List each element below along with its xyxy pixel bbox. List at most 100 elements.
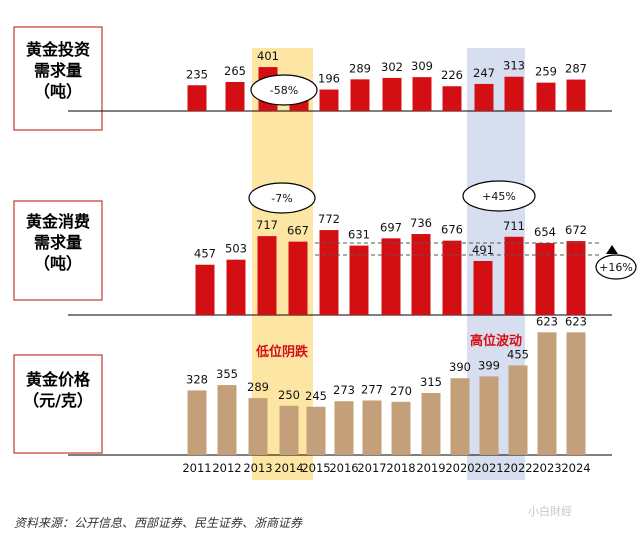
x-tick-label: 2013 bbox=[243, 461, 272, 475]
bubble-consume-high bbox=[462, 180, 536, 212]
bar-value-label: 245 bbox=[305, 389, 327, 403]
up-arrow-icon bbox=[606, 245, 618, 254]
bubble-invest-label: -58% bbox=[270, 84, 298, 97]
x-tick-label: 2011 bbox=[182, 461, 211, 475]
panel-label-box bbox=[13, 200, 103, 301]
bar-value-label: 623 bbox=[536, 314, 558, 328]
bar bbox=[334, 401, 354, 455]
bar-value-label: 667 bbox=[287, 224, 309, 238]
bar bbox=[537, 332, 557, 455]
bar bbox=[442, 86, 462, 111]
x-tick-label: 2016 bbox=[329, 461, 358, 475]
bar-value-label: 273 bbox=[333, 383, 355, 397]
bar-value-label: 772 bbox=[318, 212, 340, 226]
bar-value-label: 355 bbox=[216, 367, 238, 381]
bar-value-label: 455 bbox=[507, 347, 529, 361]
x-tick-label: 2022 bbox=[503, 461, 532, 475]
bar bbox=[566, 332, 586, 455]
x-tick-label: 2024 bbox=[561, 461, 590, 475]
bar bbox=[474, 83, 494, 111]
bar bbox=[442, 240, 462, 315]
bar bbox=[217, 385, 237, 455]
panel-label-line: （元/克） bbox=[23, 391, 93, 410]
bar bbox=[187, 390, 207, 455]
bar bbox=[536, 82, 556, 111]
bar bbox=[226, 259, 246, 315]
bar-value-label: 676 bbox=[441, 223, 463, 237]
bar-value-label: 287 bbox=[565, 62, 587, 76]
bar-value-label: 623 bbox=[565, 314, 587, 328]
bar-value-label: 491 bbox=[472, 243, 494, 257]
bar bbox=[504, 76, 524, 111]
x-tick-label: 2023 bbox=[532, 461, 561, 475]
bar-value-label: 235 bbox=[186, 67, 208, 81]
bar bbox=[349, 245, 369, 315]
bar bbox=[350, 79, 370, 111]
bar bbox=[288, 241, 308, 315]
bar bbox=[362, 400, 382, 455]
x-tick-label: 2017 bbox=[357, 461, 386, 475]
bar-value-label: 277 bbox=[361, 382, 383, 396]
bar-value-label: 259 bbox=[535, 65, 557, 79]
bar-value-label: 503 bbox=[225, 242, 247, 256]
bar-value-label: 315 bbox=[420, 375, 442, 389]
x-tick-label: 2012 bbox=[212, 461, 241, 475]
bar-value-label: 289 bbox=[247, 380, 269, 394]
panel-label-box bbox=[13, 354, 103, 454]
bar bbox=[473, 260, 493, 315]
bar bbox=[381, 238, 401, 315]
bar bbox=[504, 236, 524, 315]
x-tick-label: 2018 bbox=[386, 461, 415, 475]
bar bbox=[187, 85, 207, 111]
bar-value-label: 328 bbox=[186, 372, 208, 386]
bar bbox=[412, 77, 432, 111]
source-note: 资料来源：公开信息、西部证券、民生证券、浙商证券 bbox=[14, 516, 303, 530]
bar-value-label: 672 bbox=[565, 223, 587, 237]
bar-value-label: 196 bbox=[318, 72, 340, 86]
watermark: 小白財經 bbox=[528, 505, 572, 518]
bar bbox=[479, 376, 499, 455]
bar bbox=[391, 401, 411, 455]
bar bbox=[319, 89, 339, 111]
bar bbox=[508, 365, 528, 455]
bar bbox=[248, 398, 268, 455]
bar-value-label: 302 bbox=[381, 60, 403, 74]
bar-value-label: 309 bbox=[411, 59, 433, 73]
x-tick-label: 2019 bbox=[416, 461, 445, 475]
bar-value-label: 457 bbox=[194, 247, 216, 261]
panel-label-box bbox=[13, 26, 103, 131]
bar-value-label: 270 bbox=[390, 384, 412, 398]
bar-value-label: 736 bbox=[410, 216, 432, 230]
bar bbox=[225, 81, 245, 111]
bar-value-label: 313 bbox=[503, 59, 525, 73]
bubble-consume-low bbox=[248, 182, 316, 214]
x-tick-label: 2015 bbox=[301, 461, 330, 475]
panel-label-line: 黄金投资 bbox=[26, 40, 90, 59]
panel-label-line: （吨） bbox=[34, 82, 82, 101]
bar-value-label: 697 bbox=[380, 220, 402, 234]
bar-value-label: 289 bbox=[349, 61, 371, 75]
bar bbox=[566, 241, 586, 315]
bubble-invest bbox=[250, 74, 318, 106]
bar bbox=[306, 406, 326, 455]
band-low-title: 低位阴跌 bbox=[255, 344, 309, 360]
bar bbox=[450, 378, 470, 455]
bar bbox=[535, 243, 555, 315]
panel-label-line: 需求量 bbox=[34, 61, 82, 80]
bar bbox=[319, 230, 339, 315]
bar-value-label: 711 bbox=[503, 219, 525, 233]
bar bbox=[279, 405, 299, 455]
bar-value-label: 399 bbox=[478, 358, 500, 372]
band-high-title: 高位波动 bbox=[470, 333, 522, 349]
bar-value-label: 717 bbox=[256, 218, 278, 232]
bar-value-label: 265 bbox=[224, 64, 246, 78]
panel-label-line: 黄金消费 bbox=[26, 212, 90, 231]
bar bbox=[382, 77, 402, 111]
panel-label-line: 需求量 bbox=[34, 233, 82, 252]
bar bbox=[195, 264, 215, 315]
bubble-growth-label: +16% bbox=[599, 261, 633, 274]
bar-value-label: 247 bbox=[473, 66, 495, 80]
x-tick-label: 2014 bbox=[274, 461, 303, 475]
bubble-consume-high-label: +45% bbox=[482, 190, 516, 203]
